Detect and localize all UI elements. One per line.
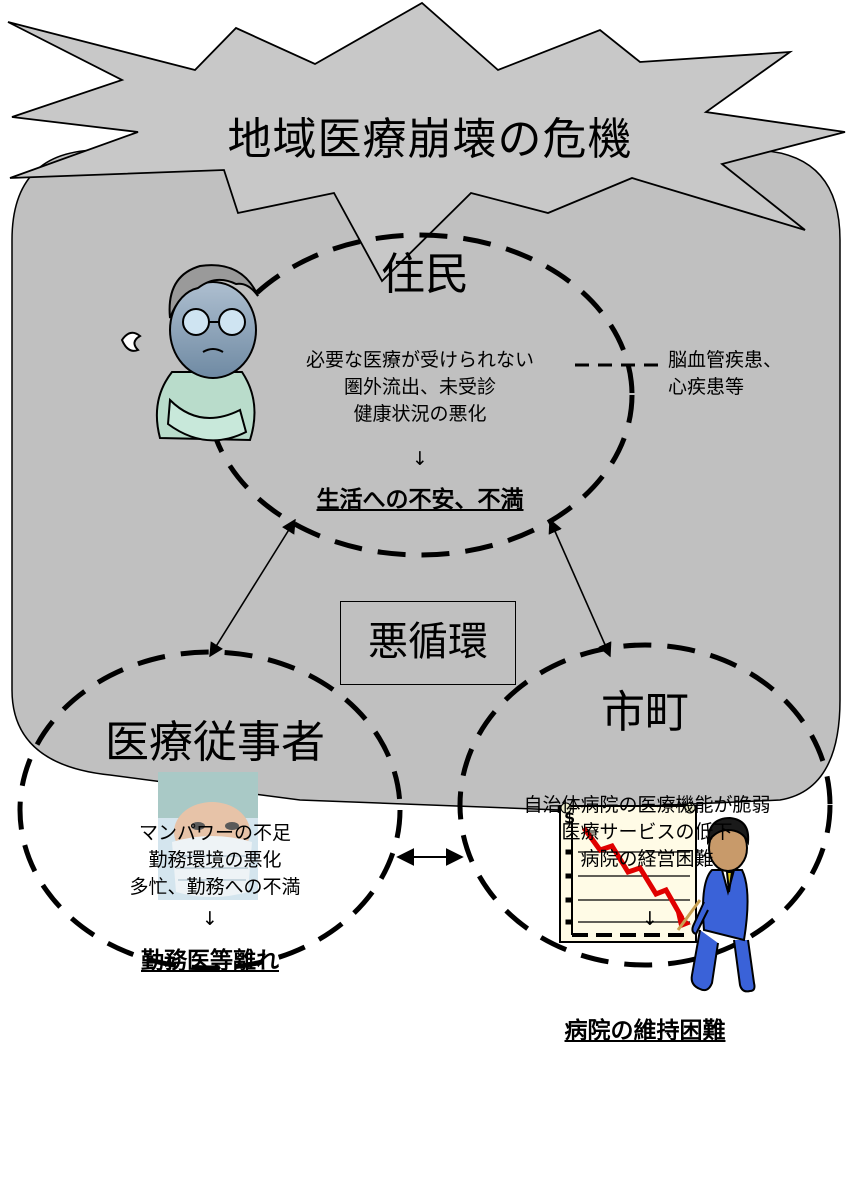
residents-heading: 住民 <box>381 249 469 300</box>
municipality-line-2: 医療サービスの低下 <box>561 821 733 843</box>
municipality-arrow: ↓ <box>642 908 658 930</box>
municipality-circle <box>457 642 833 968</box>
title-burst <box>7 1 846 283</box>
residents-line-3: 健康状況の悪化 <box>353 403 487 425</box>
page-title: 地域医療崩壊の危機 <box>227 114 633 165</box>
municipality-heading: 市町 <box>601 687 689 738</box>
residents-line-2: 圏外流出、未受診 <box>343 376 496 398</box>
arrow-residents-municipality <box>548 518 612 658</box>
medical-staff-line-2: 勤務環境の悪化 <box>148 849 282 871</box>
disease-note-line-2: 心疾患等 <box>668 376 745 398</box>
medical-staff-line-1: マンパワーの不足 <box>138 822 291 844</box>
medical-staff-arrow: ↓ <box>202 908 218 930</box>
residents-conclusion: 生活への不安、不満 <box>316 487 524 513</box>
municipality-line-3: 病院の経営困難 <box>580 848 714 870</box>
municipality-line-1: 自治体病院の医療機能が脆弱 <box>523 794 771 816</box>
residents-line-1: 必要な医療が受けられない <box>305 349 534 371</box>
masked-doctor-photo <box>158 772 258 900</box>
declining-chart-icon <box>559 802 697 943</box>
arrow-residents-staff <box>209 518 296 658</box>
medical-staff-circle <box>17 649 403 971</box>
businessman-icon <box>676 816 756 993</box>
vicious-cycle-label: 悪循環 <box>340 601 516 685</box>
residents-arrow: ↓ <box>412 448 428 470</box>
chart-currency-symbol: $ <box>564 808 576 827</box>
medical-staff-conclusion: 勤務医等離れ <box>141 948 279 974</box>
disease-note-line-1: 脳血管疾患、 <box>668 349 783 371</box>
medical-staff-heading: 医療従事者 <box>105 717 325 768</box>
municipality-conclusion: 病院の維持困難 <box>564 1018 726 1044</box>
medical-staff-line-3: 多忙、勤務への不満 <box>129 876 301 898</box>
worried-elderly-person-icon <box>120 264 259 442</box>
